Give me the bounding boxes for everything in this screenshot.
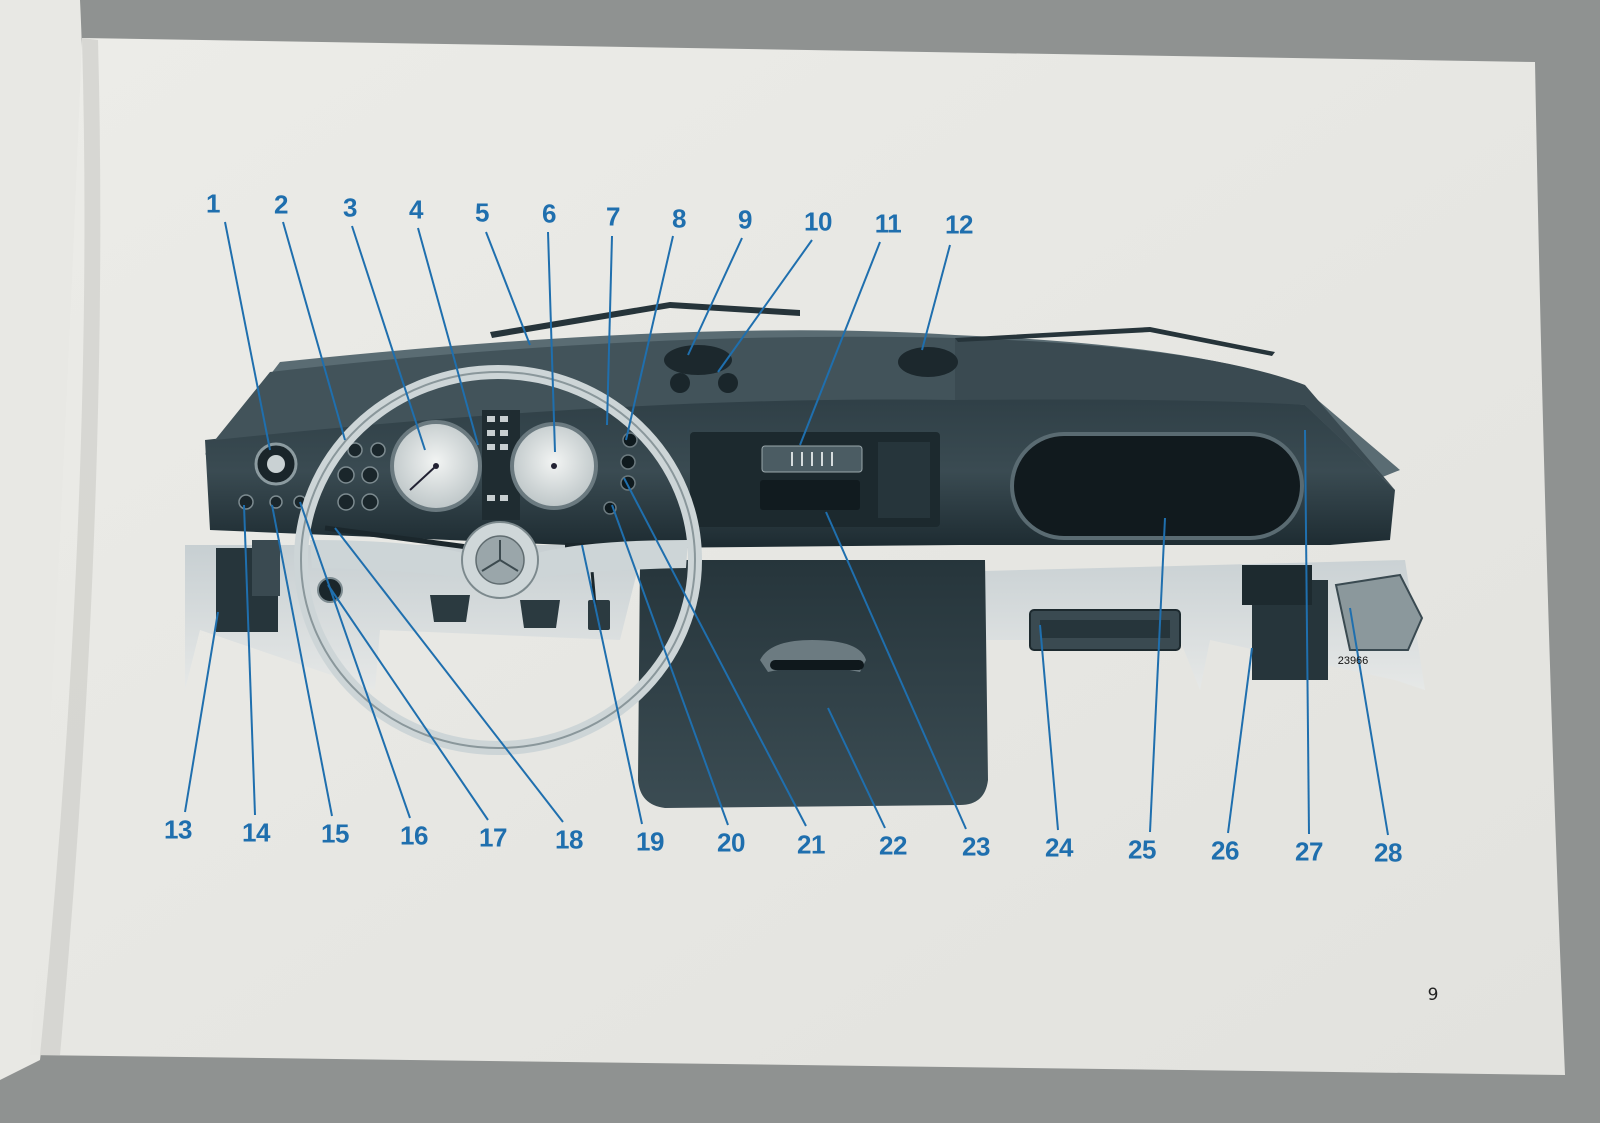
- callout-number-6: 6: [542, 198, 556, 229]
- leader-line-1: [224, 221, 271, 451]
- callout-number-17: 17: [479, 822, 507, 853]
- callout-number-10: 10: [804, 206, 832, 237]
- leader-line-10: [717, 239, 813, 373]
- callout-number-23: 23: [962, 831, 990, 862]
- callout-number-16: 16: [400, 820, 428, 851]
- callout-number-28: 28: [1374, 837, 1402, 868]
- callout-number-2: 2: [274, 189, 288, 220]
- callout-number-13: 13: [164, 814, 192, 845]
- leader-line-5: [485, 231, 531, 346]
- leader-line-12: [921, 244, 951, 351]
- callout-number-3: 3: [343, 192, 357, 223]
- callout-number-22: 22: [879, 830, 907, 861]
- callout-number-15: 15: [321, 818, 349, 849]
- leader-line-24: [1039, 624, 1059, 831]
- callout-number-25: 25: [1128, 834, 1156, 865]
- callout-number-20: 20: [717, 827, 745, 858]
- leader-line-19: [581, 544, 643, 825]
- leader-line-6: [547, 231, 556, 453]
- callout-number-21: 21: [797, 829, 825, 860]
- right-page: [30, 38, 1565, 1075]
- leader-line-3: [351, 225, 426, 451]
- leader-line-4: [417, 227, 479, 446]
- leader-line-22: [827, 707, 886, 829]
- callout-number-8: 8: [672, 203, 686, 234]
- callout-number-19: 19: [636, 826, 664, 857]
- callout-number-24: 24: [1045, 832, 1073, 863]
- leader-line-2: [282, 221, 346, 441]
- dashboard-illustration: [185, 302, 1425, 808]
- callout-leader-lines: [184, 221, 1389, 836]
- leader-line-11: [799, 241, 881, 446]
- leader-line-13: [184, 611, 219, 813]
- left-page: [0, 0, 84, 1080]
- page-number: 9: [1427, 985, 1439, 1005]
- leader-line-26: [1227, 647, 1253, 834]
- callout-number-27: 27: [1295, 836, 1323, 867]
- callout-number-7: 7: [606, 201, 620, 232]
- callout-number-9: 9: [738, 204, 752, 235]
- leader-line-18: [334, 527, 564, 823]
- callout-number-5: 5: [475, 197, 489, 228]
- leader-line-27: [1304, 429, 1310, 835]
- callout-number-12: 12: [945, 209, 973, 240]
- leader-line-9: [687, 237, 743, 356]
- leader-line-8: [625, 235, 674, 441]
- leader-line-21: [623, 477, 807, 827]
- leader-line-15: [271, 504, 333, 817]
- callout-number-11: 11: [874, 208, 902, 239]
- leader-line-16: [299, 501, 411, 819]
- leader-line-25: [1149, 517, 1166, 833]
- callout-number-18: 18: [555, 824, 583, 855]
- callout-number-26: 26: [1211, 835, 1239, 866]
- leader-line-20: [611, 504, 729, 826]
- leader-line-14: [243, 504, 256, 816]
- leader-line-23: [825, 511, 967, 830]
- leader-line-7: [606, 235, 613, 426]
- leader-line-17: [327, 584, 489, 821]
- callout-number-14: 14: [242, 817, 270, 848]
- callout-number-1: 1: [206, 188, 220, 219]
- callout-number-4: 4: [409, 194, 423, 225]
- leader-line-28: [1349, 607, 1389, 836]
- figure-code: 23966: [1337, 655, 1369, 667]
